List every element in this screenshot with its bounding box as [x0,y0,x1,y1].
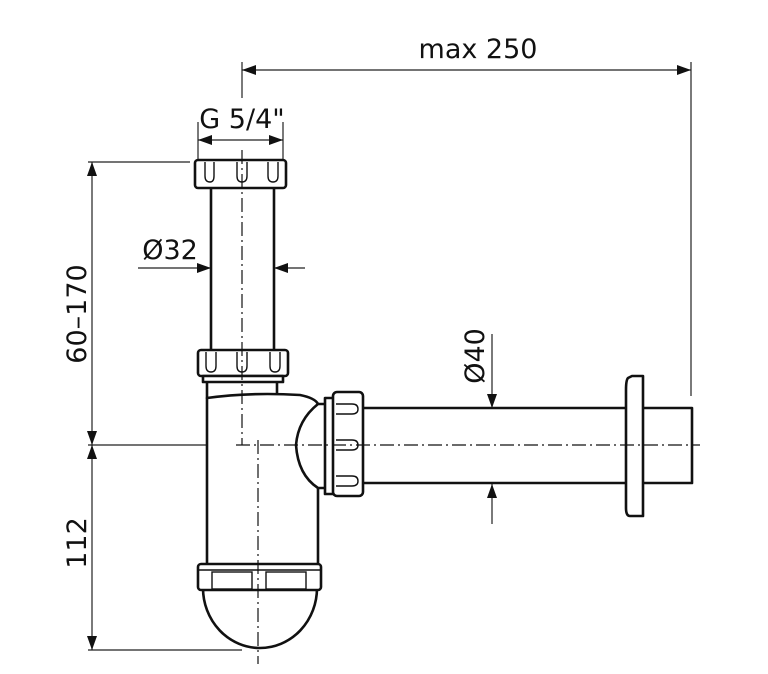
wall-rosette [624,374,645,518]
dimension-label-max-length: max 250 [419,34,538,65]
dimension-label-height: 60–170 [62,264,93,363]
dimension-thread: G 5/4" [197,104,285,160]
dimension-label-outlet: Ø40 [460,328,491,384]
dimension-label-lower-height: 112 [62,517,93,569]
dimension-max-250: max 250 [241,34,692,396]
dimension-height-adjustable: 60–170 [62,161,190,445]
trap-body [205,376,332,570]
dimension-outlet-diameter: Ø40 [460,328,497,524]
center-lines [236,150,700,664]
middle-nut [196,348,290,384]
bottom-cap [196,562,323,650]
side-nut [323,390,365,498]
dimension-label-inlet: Ø32 [142,235,198,266]
dimension-label-thread: G 5/4" [199,104,284,135]
upper-nut [193,158,288,190]
